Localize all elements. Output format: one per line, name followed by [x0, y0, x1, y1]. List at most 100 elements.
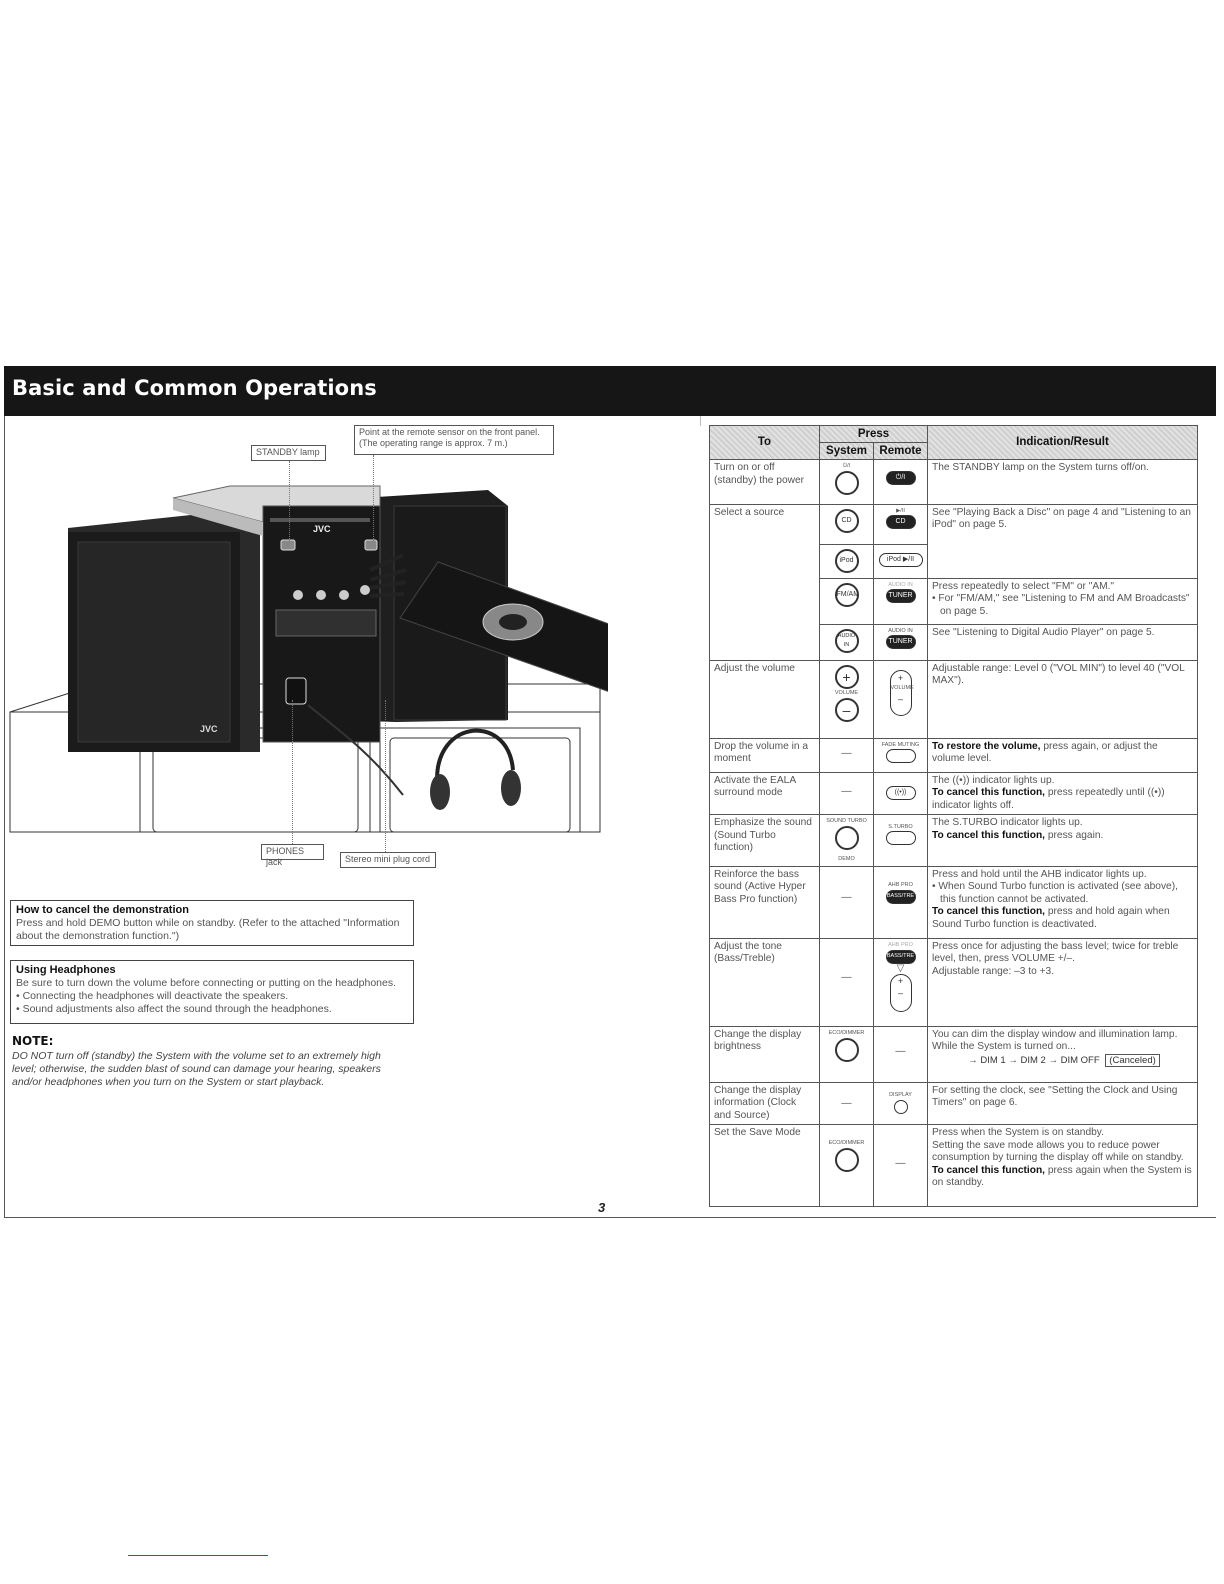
- bass-tre-button[interactable]: BASS/TRE: [885, 889, 916, 904]
- row-result: For setting the clock, see "Setting the …: [927, 1081, 1198, 1125]
- remote-cell: DISPLAY: [873, 1081, 928, 1125]
- sound-turbo-button[interactable]: [834, 826, 859, 850]
- fm-am-bullet: • For "FM/AM," see "Listening to FM and …: [932, 593, 1190, 617]
- headphones-bullet-2-text: Sound adjustments also affect the sound …: [22, 1003, 332, 1015]
- col-header-remote: Remote: [873, 442, 928, 460]
- ahb-bullet: • When Sound Turbo function is activated…: [932, 881, 1178, 905]
- volume-down-button[interactable]: –: [834, 697, 859, 722]
- table-row: Turn on or off (standby) the power ⏻/I ⏻…: [709, 459, 1198, 505]
- row-result: Press once for adjusting the bass level;…: [927, 937, 1198, 1027]
- system-cell: —: [819, 1081, 874, 1125]
- row-result: See "Playing Back a Disc" on page 4 and …: [927, 503, 1198, 579]
- power-button[interactable]: [834, 471, 859, 495]
- row-result: Press when the System is on standby.Sett…: [927, 1124, 1198, 1207]
- row-result: The S.TURBO indicator lights up.To cance…: [927, 814, 1198, 867]
- row-result: Press repeatedly to select "FM" or "AM."…: [927, 577, 1198, 625]
- fm-am-button[interactable]: FM/AM: [834, 582, 859, 607]
- row-to: Turn on or off (standby) the power: [709, 459, 820, 505]
- ahb-result: Press and hold until the AHB indicator l…: [932, 868, 1147, 880]
- remote-cell: —: [873, 1124, 928, 1207]
- remote-none: —: [895, 1045, 906, 1057]
- headphones-text: Be sure to turn down the volume before c…: [16, 977, 397, 989]
- eco-dimmer-label-2: ECO/DIMMER: [828, 1140, 865, 1146]
- headphones-title: Using Headphones: [16, 964, 116, 976]
- note-title: NOTE:: [12, 1034, 54, 1048]
- remote-volume-label: VOLUME: [890, 684, 914, 691]
- surround-button[interactable]: ((•)): [885, 785, 916, 800]
- dimmer-result: You can dim the display window and illum…: [932, 1028, 1178, 1053]
- system-cell: CD: [819, 503, 874, 545]
- audio-in-button[interactable]: AUDIO IN: [834, 628, 859, 653]
- table-row: Change the display brightness ECO/DIMMER…: [709, 1025, 1198, 1083]
- ahb-bullet-text: When Sound Turbo function is activated (…: [938, 881, 1178, 905]
- save-result: Press when the System is on standby.: [932, 1127, 1104, 1138]
- remote-power-button[interactable]: ⏻/I: [885, 471, 916, 485]
- remote-cd-button[interactable]: CD: [885, 514, 916, 529]
- main-unit: JVC: [172, 485, 381, 743]
- remote-ipod-button[interactable]: iPod ▶/II: [878, 552, 923, 567]
- cd-button[interactable]: CD: [834, 508, 859, 533]
- left-frame-line: [4, 416, 5, 1218]
- cord-leader: [385, 700, 386, 852]
- eco-dimmer-button[interactable]: [834, 1037, 859, 1062]
- row-result: The ((•)) indicator lights up.To cancel …: [927, 771, 1198, 815]
- turbo-result-text: press again.: [1045, 829, 1104, 841]
- table-row: Reinforce the bass sound (Active Hyper B…: [709, 865, 1198, 939]
- bass-tre-button-2[interactable]: BASS/TRE: [885, 949, 916, 964]
- tone-range: Adjustable range: –3 to +3.: [932, 965, 1055, 977]
- left-speaker-logo: JVC: [200, 724, 218, 734]
- system-cell: —: [819, 771, 874, 815]
- table-row: Change the display information (Clock an…: [709, 1081, 1198, 1125]
- remote-cell: —: [873, 1025, 928, 1083]
- remote-sensor-callout: Point at the remote sensor on the front …: [354, 425, 554, 455]
- system-cell: ECO/DIMMER: [819, 1124, 874, 1207]
- volume-up-button[interactable]: +: [834, 664, 859, 689]
- row-to: Emphasize the sound (Sound Turbo functio…: [709, 814, 820, 867]
- ahb-pro-label: AHB PRO: [888, 881, 913, 888]
- row-to: Change the display information (Clock an…: [709, 1081, 820, 1125]
- ipod-button[interactable]: iPod: [834, 548, 859, 573]
- dimmer-cycle: → DIM 1 → DIM 2 → DIM OFF (Canceled): [932, 1053, 1193, 1068]
- section-header-bar: [4, 366, 1216, 416]
- system-cell: AUDIO IN: [819, 624, 874, 661]
- col-header-press: Press: [819, 425, 928, 443]
- remote-volume-rocker-2[interactable]: +–: [889, 973, 912, 1012]
- fade-muting-button[interactable]: [885, 748, 916, 763]
- row-result: The STANDBY lamp on the System turns off…: [927, 459, 1198, 505]
- row-to: Adjust the tone (Bass/Treble): [709, 937, 820, 1027]
- sound-turbo-label: SOUND TURBO: [826, 818, 867, 824]
- row-to: Reinforce the bass sound (Active Hyper B…: [709, 865, 820, 939]
- audio-in-label: AUDIO IN: [888, 581, 913, 588]
- system-cell: iPod: [819, 544, 874, 579]
- eala-result-bold: To cancel this function,: [932, 787, 1046, 798]
- system-cell: —: [819, 937, 874, 1027]
- remote-tuner-button-2[interactable]: TUNER: [885, 634, 916, 649]
- demo-cancel-text: Press and hold DEMO button while on stan…: [16, 917, 400, 942]
- remote-volume-rocker[interactable]: +VOLUME–: [889, 669, 914, 716]
- table-row: iPod iPod ▶/II: [710, 544, 1198, 579]
- system-none: —: [841, 891, 852, 903]
- section-title: Basic and Common Operations: [12, 376, 377, 400]
- row-to: Select a source: [709, 503, 820, 661]
- display-button[interactable]: [893, 1099, 908, 1114]
- center-frame-line: [700, 416, 701, 426]
- remote-cell: FADE MUTING: [873, 737, 928, 773]
- system-none: —: [841, 785, 852, 797]
- fade-result-bold: To restore the volume,: [932, 740, 1041, 752]
- note-text: DO NOT turn off (standby) the System wit…: [12, 1050, 381, 1088]
- headphones-box: Using Headphones Be sure to turn down th…: [10, 960, 414, 1024]
- operations-table: To Press Indication/Result System Remote…: [709, 425, 1198, 1207]
- headphones-illustration: [307, 704, 521, 810]
- save-detail: Setting the save mode allows you to redu…: [932, 1139, 1184, 1164]
- s-turbo-label: S.TURBO: [888, 824, 913, 830]
- s-turbo-button[interactable]: [885, 831, 916, 845]
- remote-tuner-button[interactable]: TUNER: [885, 588, 916, 603]
- table-row: Drop the volume in a moment — FADE MUTIN…: [709, 737, 1198, 773]
- volume-label: VOLUME: [834, 689, 859, 696]
- eco-dimmer-button-2[interactable]: [834, 1148, 859, 1172]
- col-header-system: System: [819, 442, 874, 460]
- row-result: See "Listening to Digital Audio Player" …: [927, 623, 1198, 661]
